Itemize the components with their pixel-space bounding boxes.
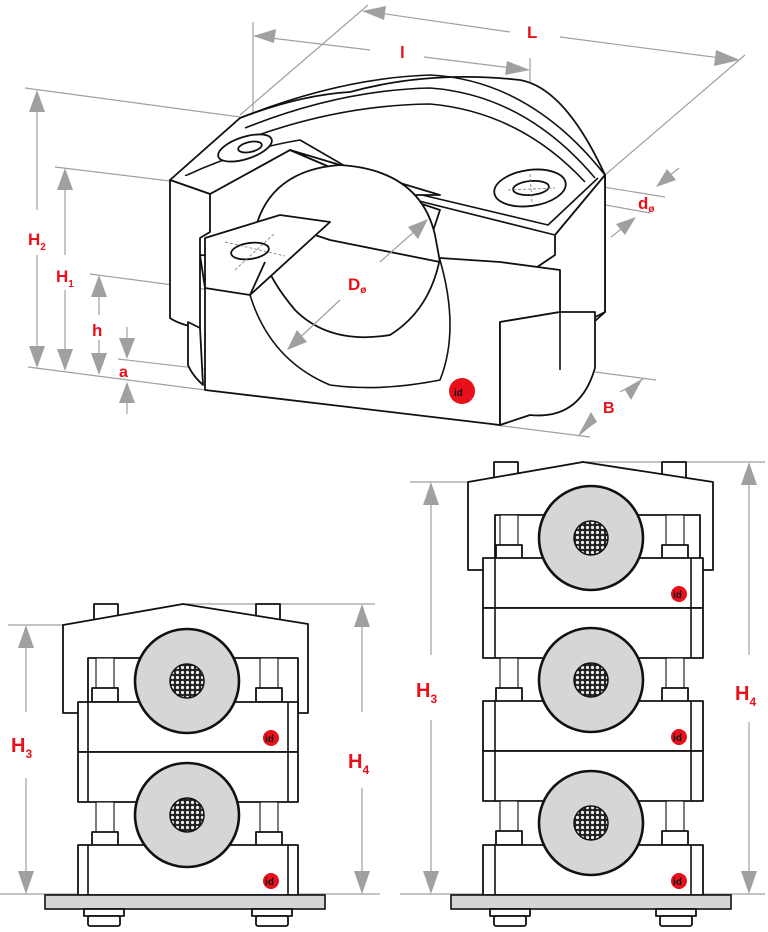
svg-text:id: id [673,590,682,601]
dimension-H3-double: H3 [11,625,34,894]
logo-isometric: id [449,378,475,404]
base-plate-double [44,894,326,910]
label-l: l [400,43,405,62]
dimension-a: a [119,327,135,414]
base-plate-triple [450,894,732,910]
logo-double-2: id [263,873,279,889]
label-H4-double: H4 [348,751,369,777]
dimension-L: L [362,6,740,66]
dimension-H4-triple: H4 [735,462,757,894]
front-view-double: H3 H4 [0,603,380,927]
label-H3-triple: H3 [416,680,437,706]
label-H4-triple: H4 [735,683,756,709]
cable-triple-1 [537,484,645,592]
svg-text:id: id [673,877,682,888]
dimension-H2: H2 [28,90,46,368]
label-d: dø [638,194,655,215]
label-h: h [92,321,102,340]
dimension-H3-triple: H3 [416,482,439,894]
label-B: B [603,400,615,417]
clamp-isometric: id [169,74,606,426]
dimension-D: Dø [287,219,428,350]
cable-double-1 [133,627,241,735]
label-a: a [119,364,128,381]
dimension-B: B [577,377,646,437]
svg-text:id: id [265,877,274,888]
svg-text:id: id [673,733,682,744]
svg-text:id: id [454,388,463,399]
label-D: Dø [348,275,367,296]
logo-triple-3: id [671,873,687,889]
logo-double-1: id [263,730,279,746]
front-view-triple: H3 H4 [400,461,765,927]
label-H3-double: H3 [11,735,32,761]
dimension-H1: H1 [56,168,74,371]
cable-triple-2 [537,626,645,734]
cable-triple-3 [537,769,645,877]
label-L: L [527,23,537,42]
dimension-H4-double: H4 [348,604,370,894]
cable-double-2 [133,761,241,869]
isometric-view: L l H2 H1 [24,4,746,438]
dimension-d: dø [610,167,680,238]
svg-text:id: id [265,734,274,745]
label-H2: H2 [28,230,46,253]
label-H1: H1 [56,267,74,290]
logo-triple-2: id [671,729,687,745]
dimension-h: h [91,275,107,375]
dimension-l: l [253,29,530,75]
logo-triple-1: id [671,586,687,602]
